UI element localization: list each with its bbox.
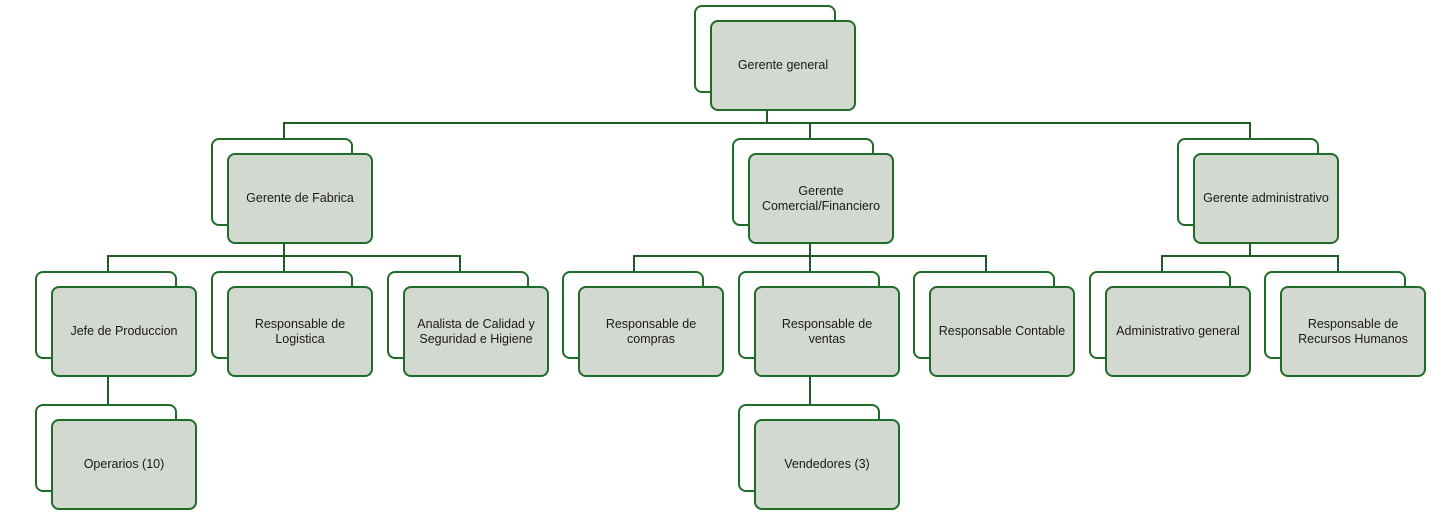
node-label: Operarios (10) [83,457,165,471]
connector [809,122,811,138]
node-label: Responsable de Recursos Humanos [1298,316,1408,346]
connector [283,122,285,138]
node-label: Responsable Contable [938,324,1066,338]
node-label: Administrativo general [1116,324,1240,338]
connector [1161,255,1163,271]
node-label: Responsable de ventas [781,316,873,346]
connector [1161,255,1339,257]
node-responsable-de-ventas: Responsable de ventas [738,271,900,377]
node-gerente-general: Gerente general [694,5,856,111]
node-jefe-de-produccion: Jefe de Produccion [35,271,197,377]
connector [459,255,461,271]
node-gerente-administrativo: Gerente administrativo [1177,138,1339,244]
node-label: Responsable de Logistica [254,316,346,346]
connector [1337,255,1339,271]
node-label: Gerente Comercial/Financiero [761,183,881,213]
node-label: Gerente de Fabrica [246,191,354,205]
node-gerente-comercial-financiero: Gerente Comercial/Financiero [732,138,894,244]
node-analista-de-calidad: Analista de Calidad y Seguridad e Higien… [387,271,549,377]
connector [107,255,109,271]
node-label: Responsable de compras [605,316,697,346]
node-responsable-de-recursos-humanos: Responsable de Recursos Humanos [1264,271,1426,377]
node-responsable-de-logistica: Responsable de Logistica [211,271,373,377]
node-label: Gerente general [737,58,829,72]
connector [809,362,811,404]
node-gerente-de-fabrica: Gerente de Fabrica [211,138,373,244]
node-responsable-de-compras: Responsable de compras [562,271,724,377]
connector [633,255,635,271]
node-label: Gerente administrativo [1203,191,1329,205]
node-label: Jefe de Produccion [70,324,178,338]
connector [283,255,285,271]
node-label: Analista de Calidad y Seguridad e Higien… [417,316,535,346]
node-administrativo-general: Administrativo general [1089,271,1251,377]
connector [809,255,811,271]
connector [107,362,109,404]
node-vendedores: Vendedores (3) [738,404,900,510]
connector [283,122,1251,124]
connector [985,255,987,271]
node-responsable-contable: Responsable Contable [913,271,1075,377]
node-label: Vendedores (3) [784,457,870,471]
connector [1249,122,1251,138]
node-operarios: Operarios (10) [35,404,197,510]
